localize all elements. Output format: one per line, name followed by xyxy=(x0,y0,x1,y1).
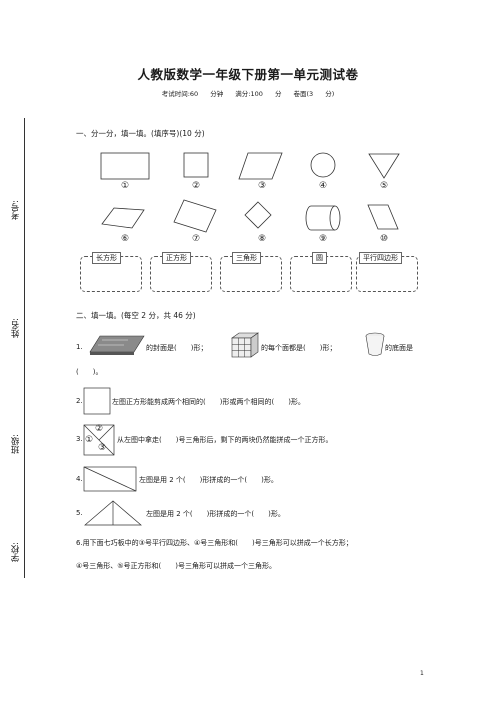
q5-number: 5. xyxy=(76,509,83,517)
rubiks-cube-icon xyxy=(231,332,259,358)
cup-icon xyxy=(365,332,385,356)
q5-triangle-figure xyxy=(84,500,142,526)
shape-number-10: ⑩ xyxy=(379,234,389,244)
binding-line xyxy=(24,118,25,578)
q3-tangram-figure xyxy=(83,424,115,456)
square-shape-8 xyxy=(244,201,272,229)
parallelogram-shape-6 xyxy=(101,207,145,229)
rectangle-shape-7 xyxy=(173,199,217,233)
q4-rectangle-figure xyxy=(83,466,137,492)
shape-number-1: ① xyxy=(120,181,130,191)
q3-text: 从左图中拿走( )号三角形后，剩下的两块仍然能拼成一个正方形。 xyxy=(117,436,333,444)
q1-text-part3: 的底面是 xyxy=(385,344,413,352)
box-label-triangle: 三角形 xyxy=(232,252,261,264)
book-icon xyxy=(89,335,145,355)
q3-label-3: ③ xyxy=(98,443,107,453)
q1-text-part1: 的封面是( )形； xyxy=(146,344,208,352)
shape-number-8: ⑧ xyxy=(257,234,267,244)
school-label: 学校: xyxy=(11,542,21,562)
box-label-square: 正方形 xyxy=(162,252,191,264)
shape-number-3: ③ xyxy=(257,181,267,191)
box-label-parallelogram: 平行四边形 xyxy=(359,252,402,264)
q3-number: 3. xyxy=(76,435,83,443)
square-shape-2 xyxy=(183,152,209,178)
q1-text-part2: 的每个面都是( )形； xyxy=(261,344,337,352)
q4-number: 4. xyxy=(76,475,83,483)
shape-number-2: ② xyxy=(191,181,201,191)
exam-number-label: 考号: xyxy=(11,200,21,220)
q3-label-2: ② xyxy=(95,424,104,434)
name-label: 姓名: xyxy=(11,318,21,338)
page-number: 1 xyxy=(420,670,424,677)
q2-text: 左图正方形能剪成两个相同的( )形或两个相同的( )形。 xyxy=(112,398,305,406)
shape-number-6: ⑥ xyxy=(120,234,130,244)
q2-square-figure xyxy=(83,387,111,415)
q5-text: 左图是用 2 个( )形拼成的一个( )形。 xyxy=(146,510,285,518)
section1-heading: 一、分一分，填一填。(填序号)(10 分) xyxy=(76,129,205,138)
box-label-circle: 圆 xyxy=(312,252,327,264)
parallelogram-shape-10 xyxy=(367,204,399,230)
rectangle-shape-1 xyxy=(100,152,150,180)
exam-info: 考试时间:60 分钟 满分:100 分 卷面(3 分) xyxy=(161,90,335,98)
q2-number: 2. xyxy=(76,397,83,405)
q3-label-1: ① xyxy=(85,435,94,445)
q4-text: 左图是用 2 个( )形拼成的一个( )形。 xyxy=(139,476,278,484)
q6-line1: 6.用下面七巧板中的③号平行四边形、④号三角形和( )号三角形可以拼成一个长方形… xyxy=(76,539,353,547)
q6-line2: ④号三角形、⑤号正方形和( )号三角形可以拼成一个三角形。 xyxy=(76,562,277,570)
section2-heading: 二、填一填。(每空 2 分，共 46 分) xyxy=(76,311,196,320)
parallelogram-shape-3 xyxy=(238,152,283,180)
shape-number-4: ④ xyxy=(318,181,328,191)
shape-number-9: ⑨ xyxy=(318,234,328,244)
box-label-rectangle: 长方形 xyxy=(92,252,121,264)
circle-shape-4 xyxy=(310,152,336,178)
triangle-shape-5 xyxy=(368,153,400,179)
shape-number-7: ⑦ xyxy=(191,234,201,244)
q1-number: 1. xyxy=(76,343,83,351)
page-title: 人教版数学一年级下册第一单元测试卷 xyxy=(137,67,359,82)
cylinder-shape-9 xyxy=(305,205,341,231)
q1-text-part4: ( )。 xyxy=(76,368,103,376)
shape-number-5: ⑤ xyxy=(379,181,389,191)
class-label: 班级: xyxy=(11,434,21,454)
